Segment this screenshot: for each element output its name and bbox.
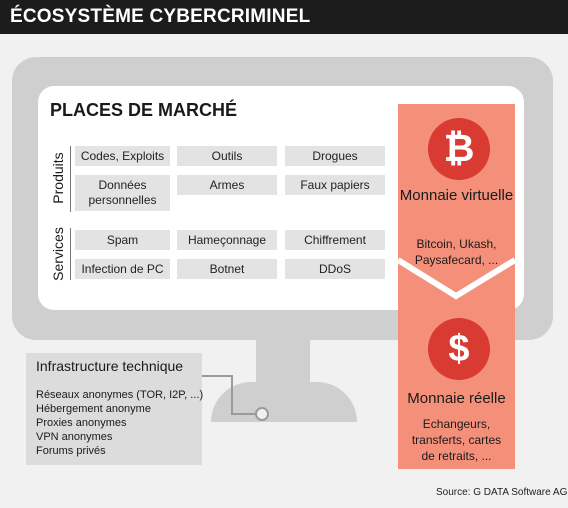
- marketplace-heading: PLACES DE MARCHÉ: [50, 100, 238, 120]
- monitor-neck: [256, 338, 310, 386]
- produits-label: Produits: [50, 152, 66, 204]
- service-cell: Botnet: [177, 259, 277, 279]
- dollar-icon: $: [428, 318, 490, 380]
- product-cell: Données personnelles: [75, 175, 170, 211]
- virtual-currency-examples: Bitcoin, Ukash, Paysafecard, ...: [414, 237, 499, 267]
- service-cell: Hameçonnage: [177, 230, 277, 250]
- infrastructure-box: [26, 353, 202, 465]
- infrastructure-item: Forums privés: [36, 445, 106, 457]
- services-divider: [70, 228, 71, 280]
- service-cell: Chiffrement: [285, 230, 385, 250]
- product-cell: Faux papiers: [285, 175, 385, 195]
- chevron-down-icon: [398, 257, 515, 300]
- product-cell: Drogues: [285, 146, 385, 166]
- service-cell: Infection de PC: [75, 259, 170, 279]
- product-cell: Codes, Exploits: [75, 146, 170, 166]
- services-label: Services: [50, 227, 66, 281]
- title-bar: [0, 0, 568, 34]
- real-currency-title: Monnaie réelle: [407, 390, 506, 407]
- produits-divider: [70, 146, 71, 212]
- infrastructure-item: VPN anonymes: [36, 431, 113, 443]
- infrastructure-title: Infrastructure technique: [36, 358, 184, 374]
- product-cell: Armes: [177, 175, 277, 195]
- service-cell: DDoS: [285, 259, 385, 279]
- page-title: ÉCOSYSTÈME CYBERCRIMINEL: [10, 6, 311, 27]
- service-cell: Spam: [75, 230, 170, 250]
- monitor-stand: [211, 382, 357, 422]
- bitcoin-icon: ₿: [428, 118, 490, 180]
- infrastructure-item: Réseaux anonymes (TOR, I2P, ...): [36, 389, 204, 401]
- real-currency-examples: Echangeurs, transferts, cartes de retrai…: [411, 417, 502, 463]
- virtual-currency-title: Monnaie virtuelle: [399, 187, 514, 204]
- infrastructure-item: Hébergement anonyme: [36, 403, 151, 415]
- source-credit: Source: G DATA Software AG: [436, 487, 568, 498]
- product-cell: Outils: [177, 146, 277, 166]
- infra-connector: [202, 375, 269, 421]
- infrastructure-item: Proxies anonymes: [36, 417, 127, 429]
